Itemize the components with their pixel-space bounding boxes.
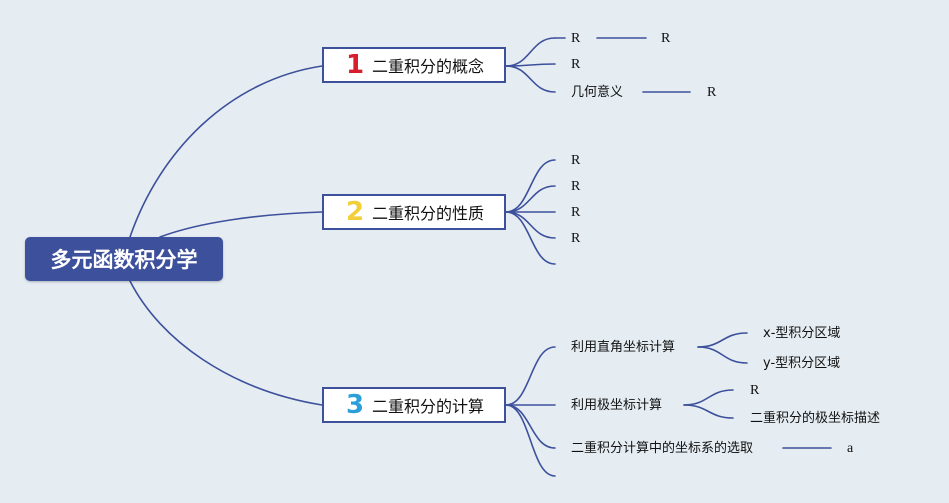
concept-child-geometric-meaning[interactable]: 几何意义: [571, 85, 624, 100]
branch-2-connector: [505, 211, 556, 239]
property-item[interactable]: R: [571, 153, 581, 168]
branch-3-connector: [505, 346, 556, 406]
number-1-icon: 1: [345, 50, 365, 80]
rect-connector: [697, 346, 748, 364]
root-title: 多元函数积分学: [50, 248, 198, 272]
property-item[interactable]: R: [571, 205, 581, 220]
concept-child-2[interactable]: R: [571, 57, 581, 72]
branch-1-connector: [505, 65, 556, 93]
polar-connector: [683, 404, 734, 419]
calc-coordinate-choice-grandchild[interactable]: a: [847, 441, 854, 456]
branch-2-connector: [505, 185, 556, 213]
root-to-branch-1: [129, 65, 323, 238]
root-to-branch-2: [159, 211, 323, 238]
number-2-icon: 2: [345, 197, 365, 227]
root-topic[interactable]: 多元函数积分学: [25, 237, 223, 281]
calc-polar-description[interactable]: 二重积分的极坐标描述: [750, 411, 881, 426]
calc-x-type-region[interactable]: x-型积分区域: [763, 326, 841, 341]
branch-properties-label: 二重积分的性质: [372, 204, 485, 223]
branch-2-connector: [505, 211, 556, 265]
concept-grandchild-3[interactable]: R: [707, 85, 717, 100]
branch-concept[interactable]: 1 二重积分的概念: [322, 47, 506, 83]
calc-rectangular[interactable]: 利用直角坐标计算: [571, 340, 676, 355]
branch-calculation[interactable]: 3 二重积分的计算: [322, 387, 506, 423]
number-3-icon: 3: [345, 390, 365, 420]
rect-connector: [697, 332, 748, 348]
concept-child-1[interactable]: R: [571, 31, 581, 46]
property-item[interactable]: R: [571, 231, 581, 246]
calc-coordinate-choice[interactable]: 二重积分计算中的坐标系的选取: [571, 441, 754, 456]
property-item[interactable]: R: [571, 179, 581, 194]
branch-concept-label: 二重积分的概念: [372, 57, 485, 76]
branch-calculation-label: 二重积分的计算: [372, 397, 485, 416]
calc-polar-grandchild-1[interactable]: R: [750, 383, 760, 398]
branch-properties[interactable]: 2 二重积分的性质: [322, 194, 506, 230]
calc-polar[interactable]: 利用极坐标计算: [571, 398, 663, 413]
branch-3-connector: [505, 404, 556, 477]
branch-2-connector: [505, 159, 556, 213]
root-to-branch-3: [129, 280, 323, 406]
calc-y-type-region[interactable]: y-型积分区域: [763, 356, 841, 371]
branch-1-connector: [505, 37, 556, 67]
polar-connector: [683, 389, 734, 406]
concept-grandchild-1[interactable]: R: [661, 31, 671, 46]
